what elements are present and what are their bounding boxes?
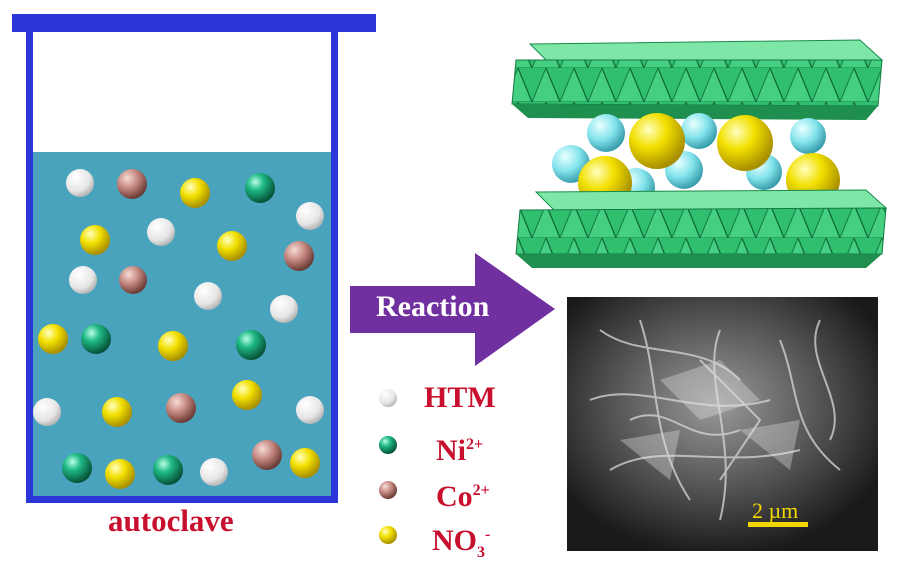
legend-label-htm: HTM [424,381,496,414]
water-molecule [587,114,625,152]
legend-item-ni: Ni2+ [436,427,606,467]
water-molecule [790,118,826,154]
autoclave-wall-right [331,14,338,502]
sem-image [567,297,878,551]
autoclave-label: autoclave [108,503,234,538]
autoclave-bottom [26,496,338,503]
no3-ion [158,331,188,361]
ni-sphere-icon [379,436,397,454]
autoclave-wall-left [26,14,33,502]
ldh-structure [511,39,888,268]
scale-bar [748,522,808,527]
legend-label-ni: Ni2+ [436,434,484,467]
no3-ion [38,324,68,354]
no3-ion [102,397,132,427]
ldh-bottom-layer [515,189,888,268]
htm-ion [296,202,324,230]
ni-ion [245,173,275,203]
htm-ion [200,458,228,486]
water-molecule [681,113,717,149]
sem-nanosheet-texture [589,319,841,521]
htm-ion [270,295,298,323]
co-sphere-icon [379,481,397,499]
no3-ion [232,380,262,410]
co-ion [119,266,147,294]
ni-ion [62,453,92,483]
autoclave-container [12,14,376,503]
htm-ion [69,266,97,294]
no3-sphere-icon [379,526,397,544]
scale-bar-label: 2 µm [752,498,799,523]
no3-ion [80,225,110,255]
htm-ion [194,282,222,310]
legend-item-htm: HTM [424,380,594,420]
ions-in-solution [33,169,324,489]
ni-ion [153,455,183,485]
co-ion [284,241,314,271]
autoclave-lid [12,14,376,32]
reaction-arrow [350,253,555,366]
solution-fill [31,152,333,498]
htm-ion [296,396,324,424]
ni-ion [236,330,266,360]
no3-ion [290,448,320,478]
schematic-scene [12,14,888,551]
co-ion [166,393,196,423]
no3-ion [105,459,135,489]
ni-ion [81,324,111,354]
legend-item-co: Co2+ [436,473,606,513]
reaction-label: Reaction [376,290,490,323]
no3-ion [180,178,210,208]
nitrate-anion [717,115,773,171]
legend-label-co: Co2+ [436,480,490,513]
nitrate-anion [629,113,685,169]
ldh-top-layer [511,39,884,120]
legend-item-no3: NO3- [432,517,602,561]
htm-ion [147,218,175,246]
co-ion [252,440,282,470]
htm-ion [33,398,61,426]
htm-ion [66,169,94,197]
legend-label-no3: NO3- [432,524,491,561]
co-ion [117,169,147,199]
legend-markers [379,389,397,544]
htm-sphere-icon [379,389,397,407]
no3-ion [217,231,247,261]
